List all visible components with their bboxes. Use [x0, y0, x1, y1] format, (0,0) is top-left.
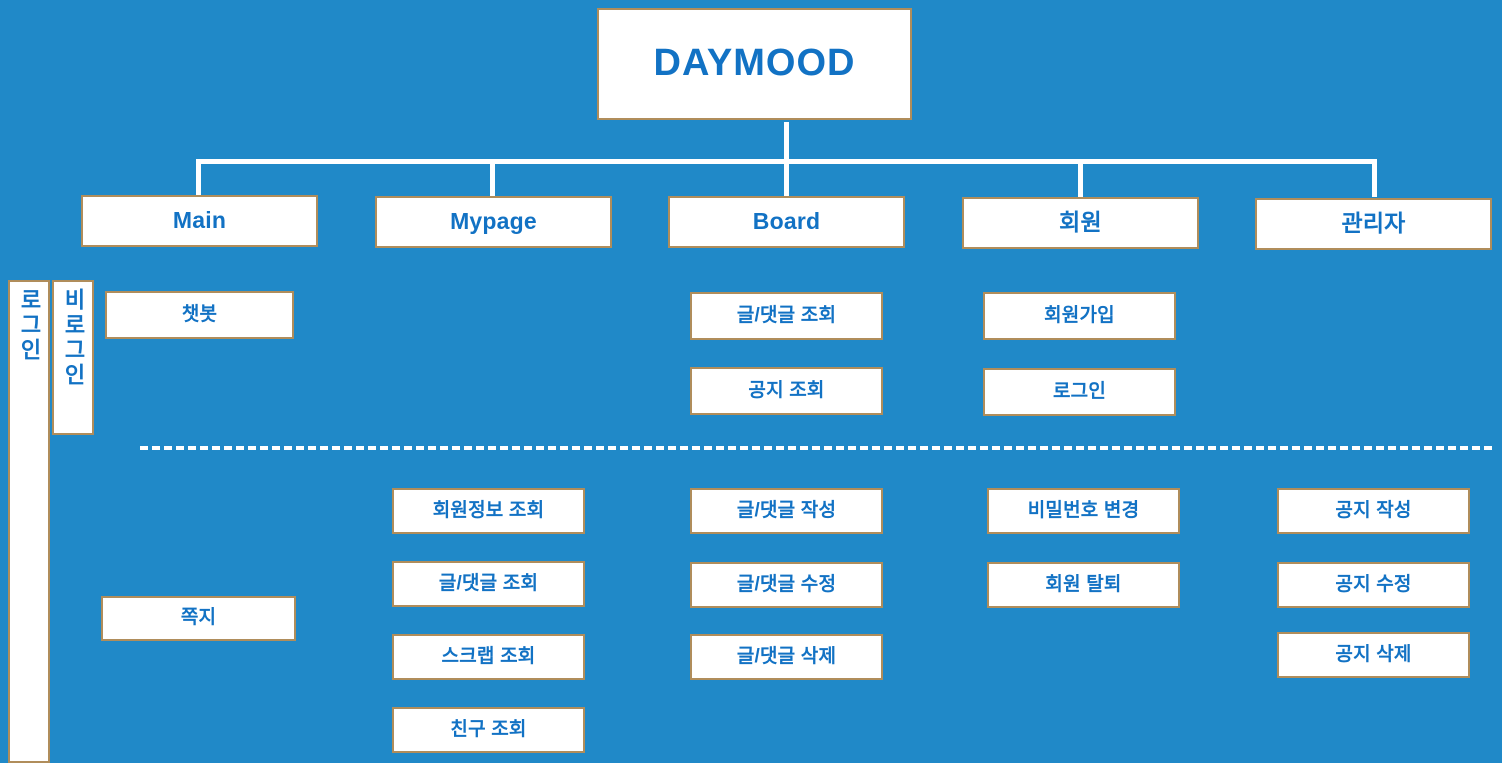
column-header-board[interactable]: Board — [668, 196, 905, 248]
leaf-mypage-view-posts-label: 글/댓글 조회 — [438, 572, 539, 594]
section-divider-dashed — [140, 446, 1492, 450]
leaf-member-signup-label: 회원가입 — [1044, 304, 1115, 326]
side-label-logged-out: 비로그인 — [52, 280, 94, 435]
leaf-board-edit-post[interactable]: 글/댓글 수정 — [690, 562, 883, 608]
leaf-mypage-view-friends-label: 친구 조회 — [450, 718, 527, 740]
leaf-mypage-view-scraps[interactable]: 스크랩 조회 — [392, 634, 585, 680]
leaf-member-change-password-label: 비밀번호 변경 — [1027, 499, 1140, 521]
column-header-board-label: Board — [752, 208, 821, 235]
leaf-member-login[interactable]: 로그인 — [983, 368, 1176, 416]
root-node-daymood[interactable]: DAYMOOD — [597, 8, 912, 120]
column-header-mypage[interactable]: Mypage — [375, 196, 612, 248]
leaf-admin-edit-notice[interactable]: 공지 수정 — [1277, 562, 1470, 608]
column-header-mypage-label: Mypage — [450, 208, 537, 235]
leaf-mypage-member-info-label: 회원정보 조회 — [432, 499, 545, 521]
leaf-main-chatbot[interactable]: 챗봇 — [105, 291, 294, 339]
connector-drop-admin — [1372, 159, 1377, 197]
root-node-label: DAYMOOD — [653, 42, 856, 85]
leaf-admin-write-notice-label: 공지 작성 — [1335, 499, 1412, 521]
leaf-board-delete-post-label: 글/댓글 삭제 — [736, 645, 837, 667]
side-label-logged-in-text: 로그인 — [17, 288, 42, 363]
leaf-board-write-post[interactable]: 글/댓글 작성 — [690, 488, 883, 534]
connector-drop-board — [784, 122, 789, 197]
leaf-main-message-label: 쪽지 — [180, 607, 217, 629]
leaf-member-change-password[interactable]: 비밀번호 변경 — [987, 488, 1180, 534]
column-header-admin-label: 관리자 — [1341, 210, 1406, 237]
connector-drop-mypage — [490, 159, 495, 197]
leaf-mypage-view-scraps-label: 스크랩 조회 — [441, 645, 536, 667]
leaf-board-edit-post-label: 글/댓글 수정 — [736, 573, 837, 595]
side-label-logged-out-text: 비로그인 — [61, 288, 86, 388]
leaf-board-write-post-label: 글/댓글 작성 — [736, 499, 837, 521]
leaf-board-view-posts-label: 글/댓글 조회 — [736, 304, 837, 326]
column-header-admin[interactable]: 관리자 — [1255, 198, 1492, 250]
column-header-member-label: 회원 — [1059, 209, 1102, 236]
leaf-main-chatbot-label: 챗봇 — [181, 303, 218, 325]
leaf-mypage-view-friends[interactable]: 친구 조회 — [392, 707, 585, 753]
leaf-admin-delete-notice[interactable]: 공지 삭제 — [1277, 632, 1470, 678]
leaf-member-signup[interactable]: 회원가입 — [983, 292, 1176, 340]
leaf-member-withdraw[interactable]: 회원 탈퇴 — [987, 562, 1180, 608]
leaf-member-withdraw-label: 회원 탈퇴 — [1045, 573, 1122, 595]
leaf-board-view-notices[interactable]: 공지 조회 — [690, 367, 883, 415]
leaf-board-view-notices-label: 공지 조회 — [748, 379, 825, 401]
connector-drop-member — [1078, 159, 1083, 197]
leaf-mypage-member-info[interactable]: 회원정보 조회 — [392, 488, 585, 534]
leaf-member-login-label: 로그인 — [1052, 380, 1107, 402]
column-header-main[interactable]: Main — [81, 195, 318, 247]
leaf-admin-delete-notice-label: 공지 삭제 — [1335, 643, 1412, 665]
side-label-logged-in: 로그인 — [8, 280, 50, 763]
leaf-main-message[interactable]: 쪽지 — [101, 596, 296, 641]
leaf-board-delete-post[interactable]: 글/댓글 삭제 — [690, 634, 883, 680]
leaf-mypage-view-posts[interactable]: 글/댓글 조회 — [392, 561, 585, 607]
column-header-member[interactable]: 회원 — [962, 197, 1199, 249]
connector-drop-main — [196, 159, 201, 197]
leaf-admin-edit-notice-label: 공지 수정 — [1335, 573, 1412, 595]
column-header-main-label: Main — [172, 207, 227, 234]
leaf-board-view-posts[interactable]: 글/댓글 조회 — [690, 292, 883, 340]
leaf-admin-write-notice[interactable]: 공지 작성 — [1277, 488, 1470, 534]
